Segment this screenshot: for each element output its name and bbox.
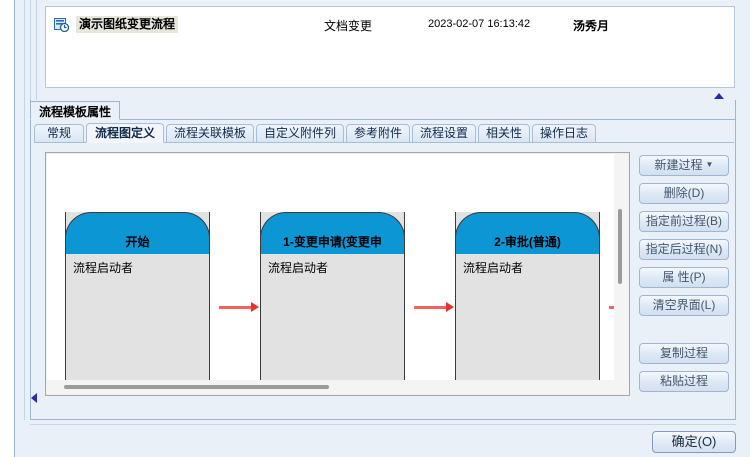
flow-node[interactable]: 2-审批(普通) 流程启动者	[455, 212, 600, 380]
flow-arrow	[219, 302, 259, 313]
canvas-vertical-scrollbar[interactable]	[614, 154, 628, 380]
properties-button[interactable]: 属 性(P)	[639, 267, 729, 288]
groupbox-top-border	[107, 119, 736, 120]
row-datetime: 2023-02-07 16:13:42	[428, 18, 531, 30]
flow-diagram-canvas[interactable]: 开始 流程启动者 1-变更申请(变更申 流程启动者	[45, 152, 630, 396]
flow-diagram-viewport[interactable]: 开始 流程启动者 1-变更申请(变更申 流程启动者	[47, 154, 615, 380]
table-row[interactable]: 演示图纸变更流程 文档变更 2023-02-07 16:13:42 汤秀月	[46, 14, 734, 36]
flow-arrow	[414, 302, 454, 313]
flow-arrow-line	[609, 306, 615, 309]
tab-general[interactable]: 常规	[34, 124, 84, 143]
flow-node-header	[65, 212, 210, 254]
flow-arrow-head	[446, 302, 454, 312]
tab-custom-attachment-columns[interactable]: 自定义附件列	[256, 124, 344, 143]
tab-strip-underline	[34, 142, 734, 143]
flow-node-header	[260, 212, 405, 254]
document-clock-icon	[54, 18, 70, 33]
assign-previous-process-button[interactable]: 指定前过程(B)	[639, 211, 729, 232]
footer-divider	[30, 424, 736, 425]
flow-node-actor: 流程启动者	[73, 261, 134, 275]
groupbox-title: 流程模板属性	[30, 101, 121, 120]
row-title: 演示图纸变更流程	[76, 16, 179, 33]
tab-relevance[interactable]: 相关性	[478, 124, 530, 143]
copy-process-button[interactable]: 复制过程	[639, 343, 729, 364]
flow-node-title: 开始	[125, 235, 150, 249]
tab-flow-settings[interactable]: 流程设置	[412, 124, 476, 143]
flow-actions-panel: 新建过程▼ 删除(D) 指定前过程(B) 指定后过程(N) 属 性(P) 清空界…	[639, 155, 731, 395]
new-process-label: 新建过程	[654, 158, 703, 172]
flow-node[interactable]: 1-变更申请(变更申 流程启动者	[260, 212, 405, 380]
canvas-horizontal-scroll-thumb[interactable]	[64, 385, 329, 389]
flow-node-header	[455, 212, 600, 254]
row-user: 汤秀月	[573, 19, 610, 33]
flow-node-title: 1-变更申请(变更申	[283, 235, 382, 249]
canvas-horizontal-scrollbar[interactable]	[47, 380, 629, 394]
clear-canvas-button[interactable]: 清空界面(L)	[639, 295, 729, 316]
chevron-down-icon: ▼	[705, 160, 714, 169]
triangle-left-icon[interactable]	[31, 393, 37, 403]
delete-process-button[interactable]: 删除(D)	[639, 183, 729, 204]
flow-node-actor: 流程启动者	[463, 261, 524, 275]
row-type: 文档变更	[324, 19, 373, 33]
tab-strip: 常规 流程图定义 流程关联模板 自定义附件列 参考附件 流程设置 相关性 操作日…	[34, 123, 734, 143]
flow-node[interactable]: 开始 流程启动者	[65, 212, 210, 380]
triangle-up-icon[interactable]	[714, 93, 724, 99]
assign-next-process-button[interactable]: 指定后过程(N)	[639, 239, 729, 260]
new-process-button[interactable]: 新建过程▼	[639, 155, 729, 176]
flow-arrow-line	[414, 306, 448, 309]
flow-arrow-line	[219, 306, 253, 309]
flow-arrow-head	[251, 302, 259, 312]
frame-stripe-1	[24, 0, 25, 420]
process-list-panel[interactable]: 演示图纸变更流程 文档变更 2023-02-07 16:13:42 汤秀月	[45, 6, 735, 88]
tab-flow-definition[interactable]: 流程图定义	[86, 123, 164, 143]
tab-related-templates[interactable]: 流程关联模板	[166, 124, 254, 143]
canvas-vertical-scroll-thumb[interactable]	[618, 209, 622, 284]
tab-reference-attachments[interactable]: 参考附件	[346, 124, 410, 143]
ok-button[interactable]: 确定(O)	[652, 431, 736, 453]
flow-node-actor: 流程启动者	[268, 261, 329, 275]
flow-arrow	[609, 302, 615, 313]
paste-process-button[interactable]: 粘贴过程	[639, 371, 729, 392]
flow-node-title: 2-审批(普通)	[494, 235, 561, 249]
tab-operation-log[interactable]: 操作日志	[532, 124, 596, 143]
